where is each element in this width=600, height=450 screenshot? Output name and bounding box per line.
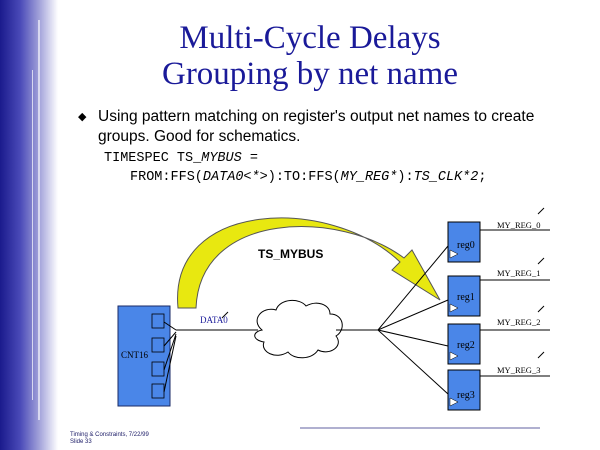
register-0: reg0 [447,221,481,263]
sidebar-line [38,20,40,420]
code-text: FROM:FFS( [130,170,203,185]
register-label: reg0 [457,240,475,251]
counter-flops [151,313,165,399]
diamond-bullet-icon: ◆ [78,111,87,123]
output-label: MY_REG_0 [497,220,540,230]
slide-title-line-2: Grouping by net name [161,56,459,92]
output-pointer-arrows [537,207,545,359]
net-label: DATA0 [200,315,228,325]
register-output-lines [480,229,550,377]
code-text-italic: MY_REG* [340,170,398,185]
pointer-arrow [221,311,229,319]
code-text: ):TO:FFS( [267,170,341,185]
code-text-italic: DATA0<*> [202,170,268,185]
code-text-italic: MYBUS [201,151,242,166]
code-text: = [241,151,258,166]
slide-title-line-1: Multi-Cycle Delays [179,20,441,56]
yellow-curved-arrow [177,217,441,309]
output-label: MY_REG_3 [497,365,540,375]
bullet-text-line-2: groups. Good for schematics. [98,128,301,145]
logic-cloud [254,300,343,359]
register-label: reg1 [457,292,475,303]
footer-line-1: Timing & Constraints, 7/22/99 [70,432,149,438]
fanout-lines [336,245,449,395]
code-line-1: TIMESPEC TS_MYBUS = [104,151,258,166]
counter-label: CNT16 [121,350,149,360]
code-line-2: FROM:FFS(DATA0<*>):TO:FFS(MY_REG*):TS_CL… [130,170,487,185]
register-label: reg2 [457,340,475,351]
register-label: reg3 [457,390,475,401]
footer-line-2: Slide 33 [70,439,92,445]
code-text: ): [397,170,414,185]
output-label: MY_REG_1 [497,268,540,278]
register-2: reg2 [447,323,481,365]
footer-divider [300,427,540,429]
arrow-label: TS_MYBUS [258,247,323,261]
register-1: reg1 [447,275,481,317]
code-text: ; [478,170,487,185]
register-3: reg3 [447,369,481,411]
code-text: TIMESPEC TS_ [104,151,202,166]
bullet-text-line-1: Using pattern matching on register's out… [98,108,535,125]
sidebar-line [32,70,33,400]
output-label: MY_REG_2 [497,317,540,327]
counter-output-lines [163,321,258,393]
code-text-italic: TS_CLK*2 [413,170,479,185]
sidebar-decoration [0,0,58,450]
